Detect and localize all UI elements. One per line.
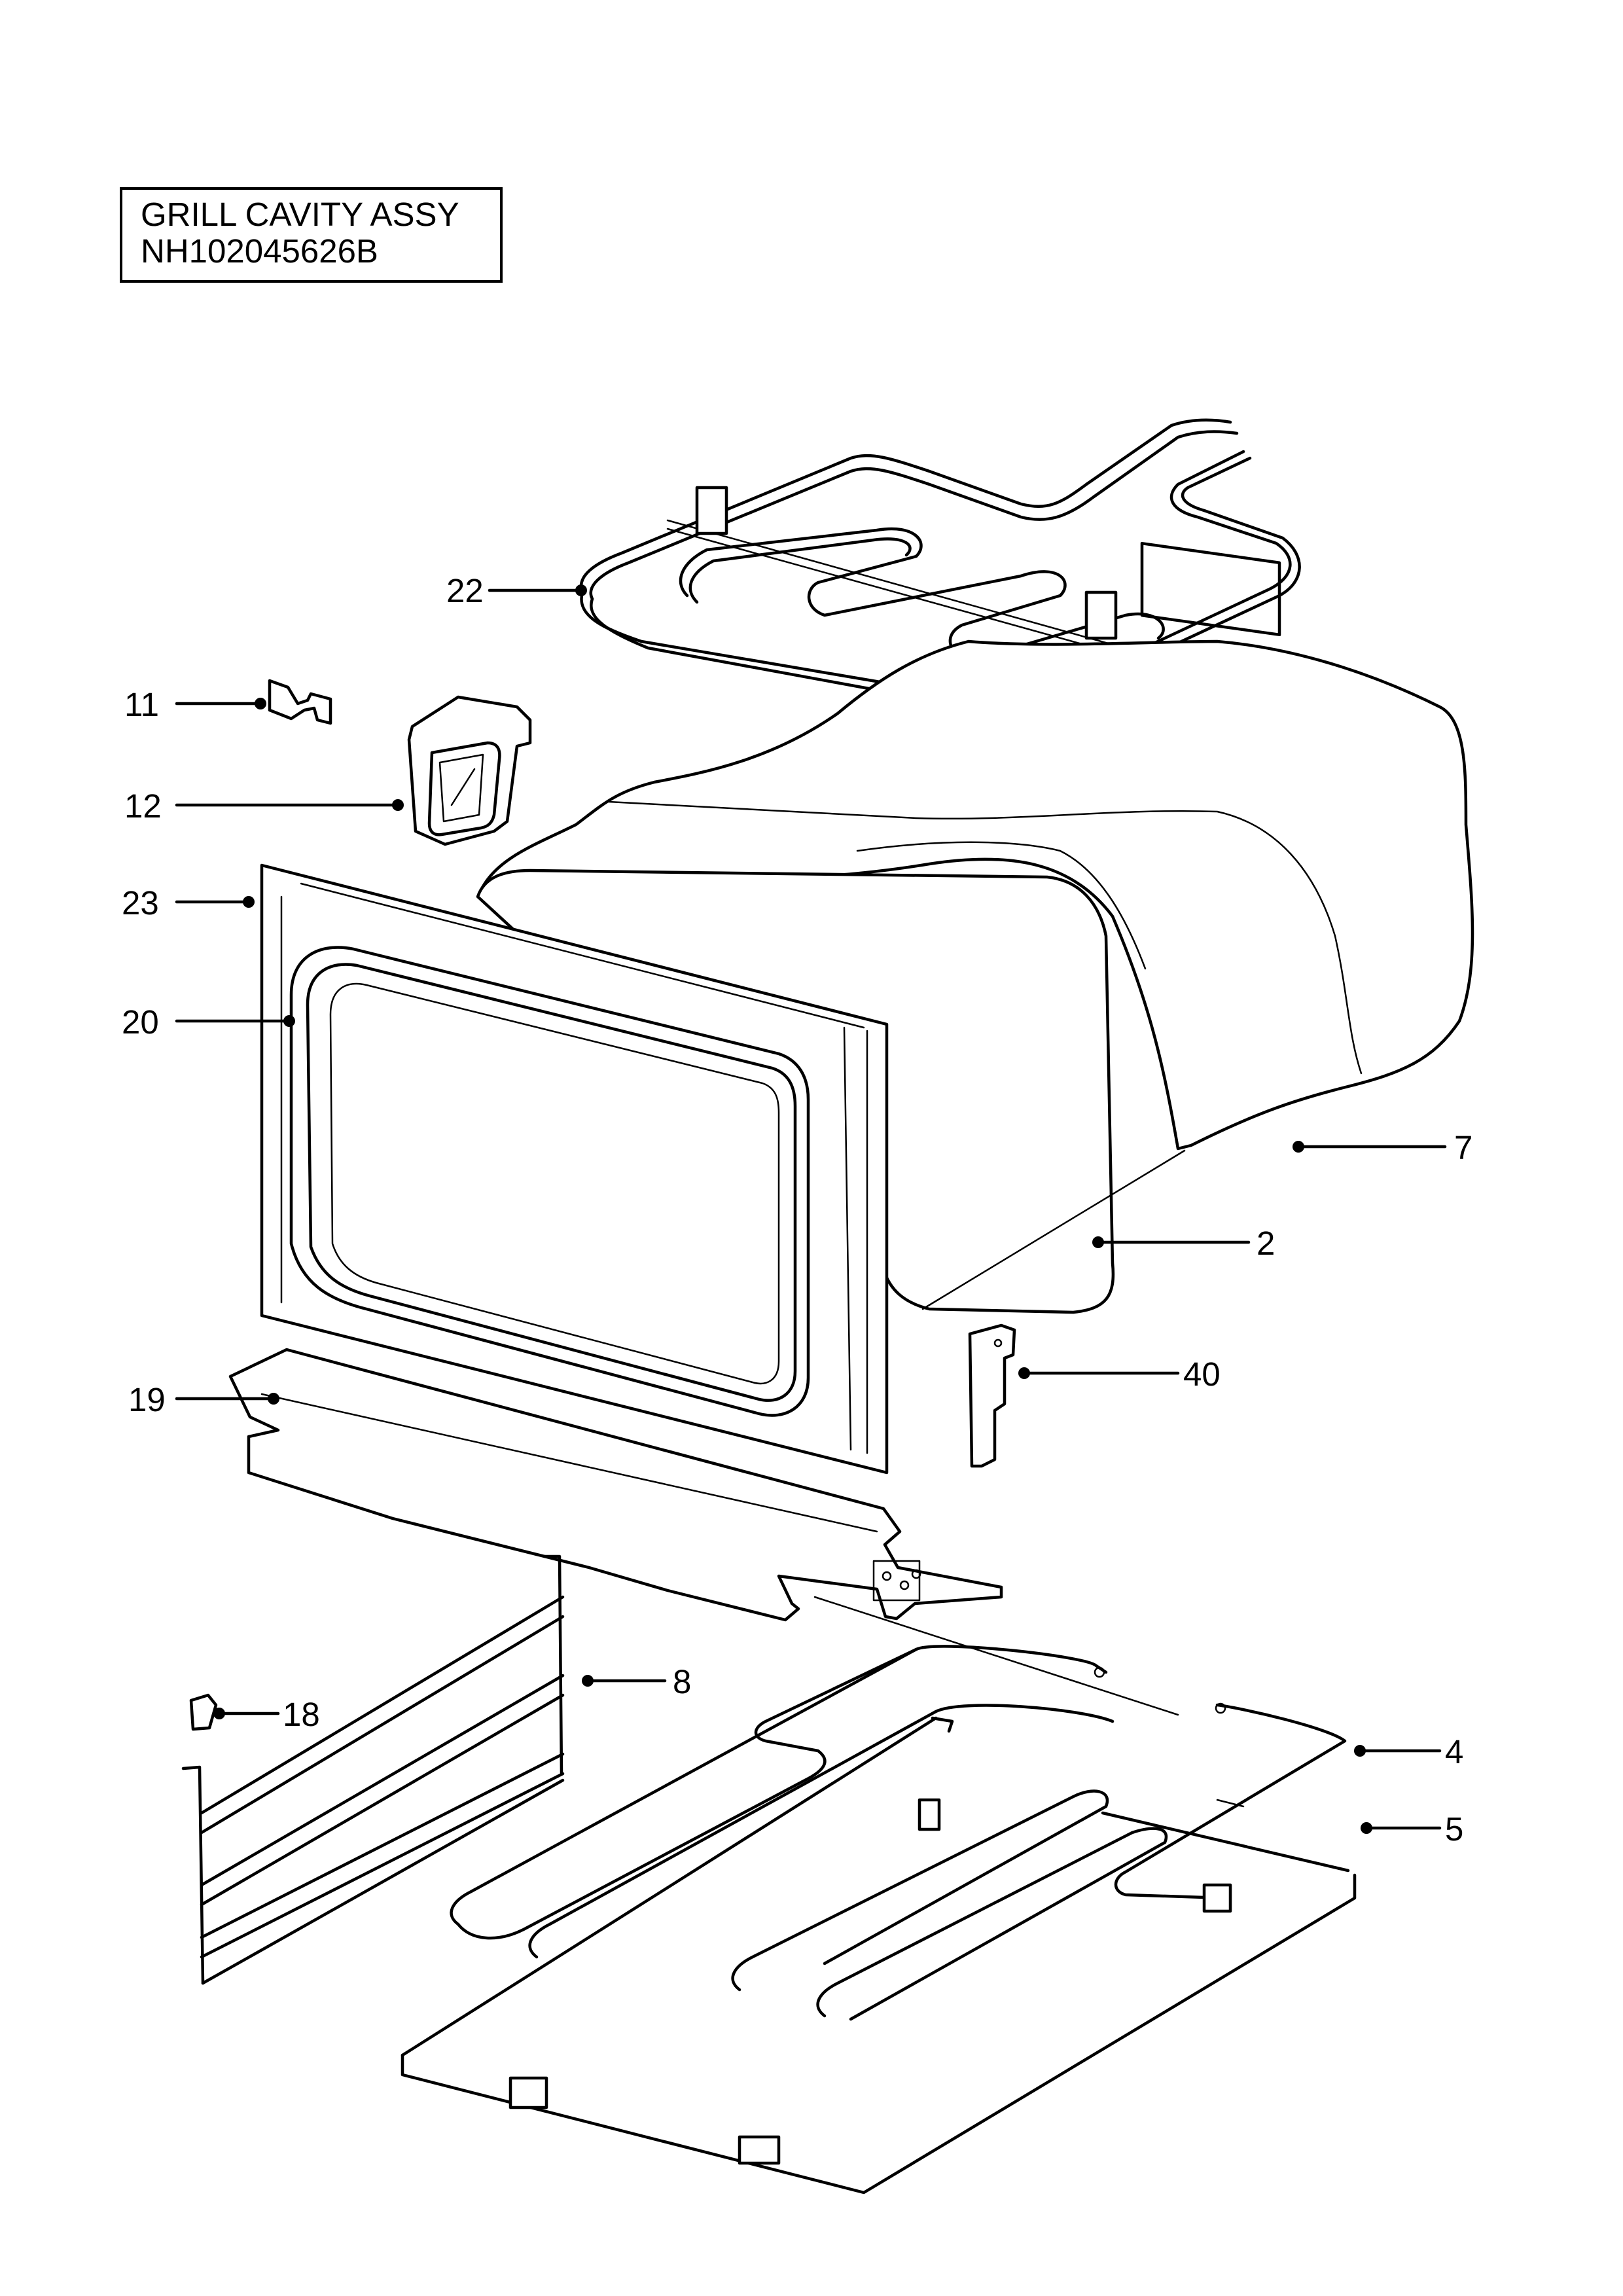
title-box: GRILL CAVITY ASSY NH102045626B xyxy=(120,187,503,283)
callout-8: 8 xyxy=(673,1663,691,1700)
title-line-2: NH102045626B xyxy=(141,232,378,270)
title-line-1: GRILL CAVITY ASSY xyxy=(141,196,459,233)
bottom-trim-part-19 xyxy=(228,1348,1003,1622)
callout-23: 23 xyxy=(122,884,159,922)
bracket-part-11 xyxy=(268,679,332,725)
callout-7: 7 xyxy=(1454,1129,1472,1166)
component-part-40 xyxy=(968,1323,1016,1468)
leader-lines xyxy=(175,584,1447,1834)
callout-12: 12 xyxy=(124,787,162,825)
lamp-part-12 xyxy=(407,695,532,846)
callout-11: 11 xyxy=(124,686,159,723)
callout-2: 2 xyxy=(1257,1225,1275,1262)
base-element-part-4 xyxy=(450,1645,1347,2021)
clip-part-18 xyxy=(189,1693,218,1731)
door-seal-part-20 xyxy=(289,946,810,1417)
callout-labels: 22 11 12 23 20 7 2 40 19 8 18 4 5 xyxy=(122,572,1472,1848)
callout-20: 20 xyxy=(122,1003,159,1041)
base-plate-part-5 xyxy=(401,1596,1357,2195)
cavity-insulation-part-7 xyxy=(479,639,1474,1151)
callout-18: 18 xyxy=(283,1696,320,1733)
callout-5: 5 xyxy=(1445,1810,1463,1848)
callout-19: 19 xyxy=(128,1381,166,1418)
shelf-rail-part-8 xyxy=(181,1554,565,1985)
callout-40: 40 xyxy=(1183,1355,1221,1393)
callout-22: 22 xyxy=(446,572,484,609)
callout-4: 4 xyxy=(1445,1733,1463,1770)
